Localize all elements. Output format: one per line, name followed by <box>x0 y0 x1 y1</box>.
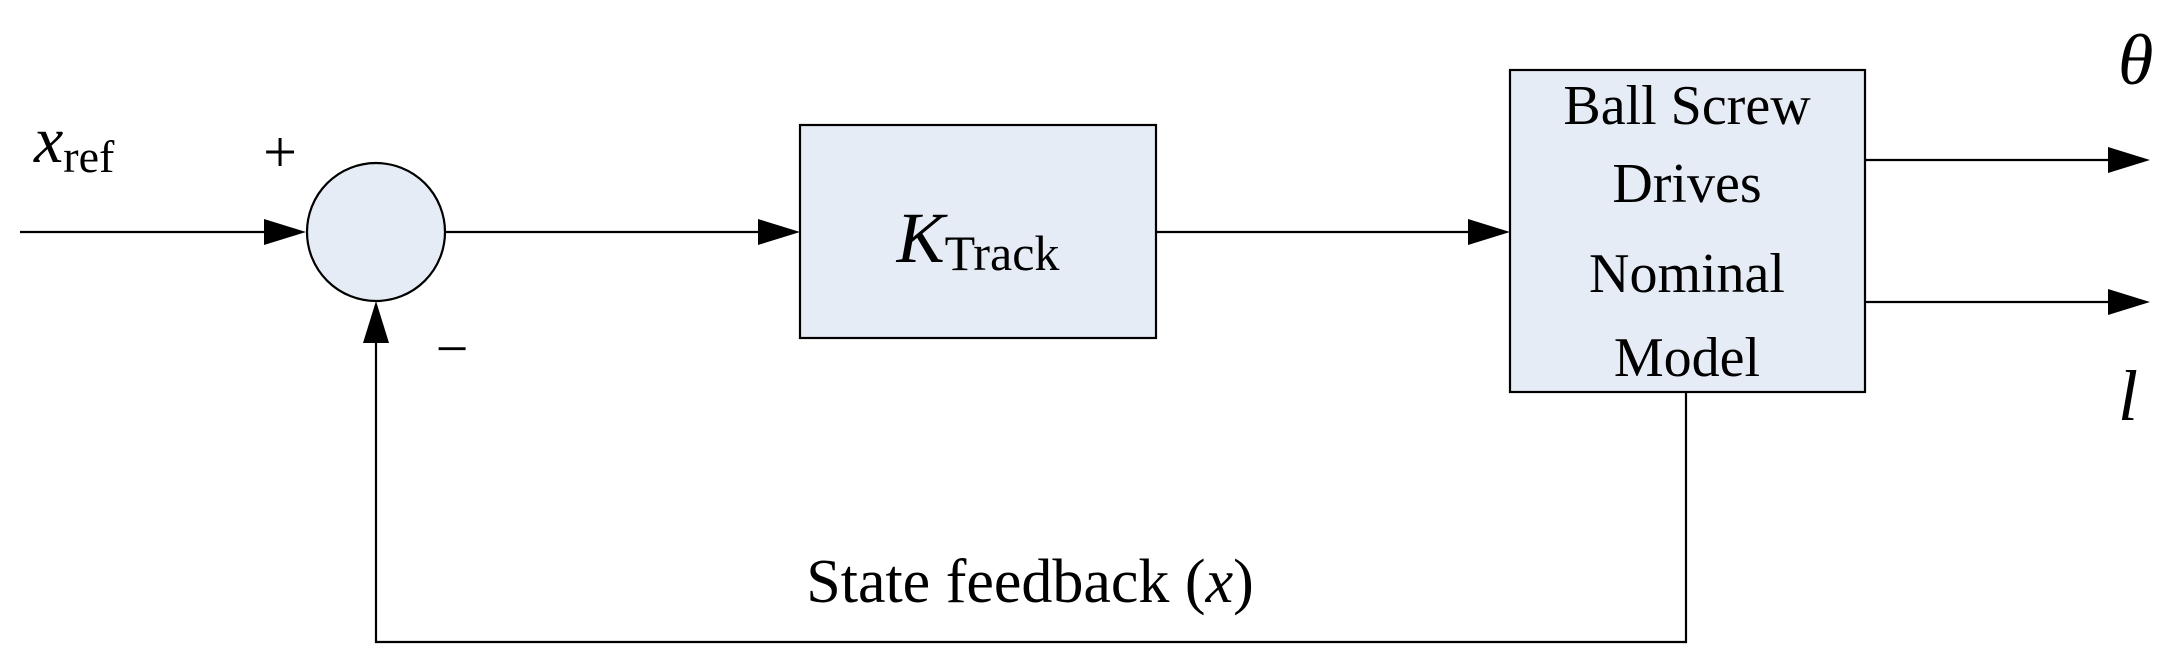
feedback-label-prefix: State feedback ( <box>806 548 1205 616</box>
input-label: xref <box>33 104 115 182</box>
feedback-path <box>374 335 1688 644</box>
plant-label-line-3: Nominal <box>1589 243 1785 305</box>
plant-label-line-1: Ball Screw <box>1563 75 1811 137</box>
output-l-arrowhead <box>2108 289 2150 315</box>
input-symbol: x <box>33 104 63 177</box>
plant-block <box>1508 68 1867 394</box>
output-theta-label: θ <box>2118 20 2153 100</box>
minus-sign: − <box>436 316 469 381</box>
output-theta-arrowhead <box>2108 147 2150 173</box>
summing-junction <box>305 161 447 303</box>
controller-label: KTrack <box>896 198 1060 281</box>
feedback-label: State feedback (x) <box>806 548 1254 616</box>
input-subscript: ref <box>63 131 115 182</box>
controller-block <box>798 123 1158 340</box>
feedback-arrowhead <box>363 301 389 343</box>
plant-label-line-4: Model <box>1614 327 1760 389</box>
output-l-label: l <box>2118 356 2138 436</box>
feedback-label-var: x <box>1205 548 1234 616</box>
controller-symbol: K <box>896 198 949 278</box>
plant-input-arrowhead <box>1468 219 1510 245</box>
controller-subscript: Track <box>945 225 1060 281</box>
feedback-label-suffix: ) <box>1233 548 1254 616</box>
plant-label-line-2: Drives <box>1612 153 1761 215</box>
input-arrowhead <box>264 219 306 245</box>
plus-sign: + <box>263 119 297 185</box>
controller-input-arrowhead <box>758 219 800 245</box>
